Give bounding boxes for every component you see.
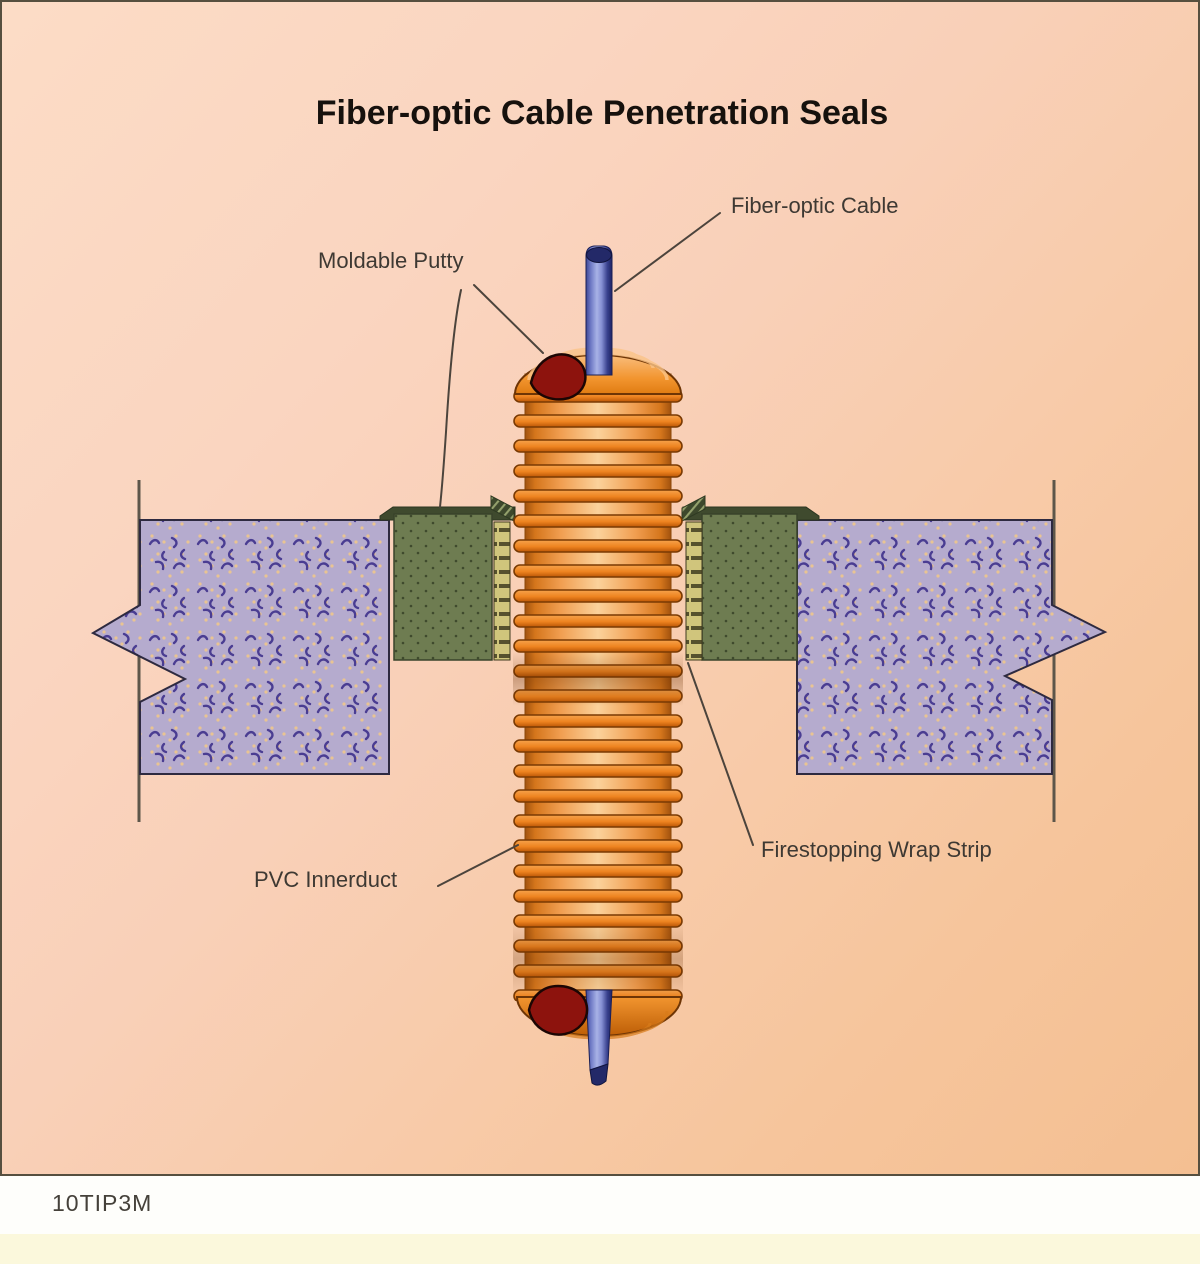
innerduct-shading-band xyxy=(513,920,683,998)
wall-left xyxy=(90,519,390,775)
innerduct-shading-band xyxy=(513,652,683,706)
leader-line-putty-top xyxy=(473,284,544,354)
putty-bottom xyxy=(527,984,589,1036)
figure-code: 10TIP3M xyxy=(52,1190,153,1216)
firestopping-wrap-strip-left xyxy=(493,521,511,661)
leader-line-putty-sealant xyxy=(439,289,462,508)
cable-top-cap xyxy=(586,247,612,263)
label-firestopping-wrap-strip: Firestopping Wrap Strip xyxy=(761,837,992,862)
leader-line-innerduct xyxy=(437,844,519,887)
cable-bottom-cap xyxy=(589,1063,609,1086)
label-moldable-putty: Moldable Putty xyxy=(318,248,464,273)
footer-yellow-band xyxy=(0,1234,1200,1264)
label-fiber-optic-cable: Fiber-optic Cable xyxy=(731,193,899,218)
leader-line-wrap-strip xyxy=(687,662,754,846)
pvc-innerduct xyxy=(513,347,683,1040)
sealant-block-left xyxy=(393,513,493,661)
firestopping-wrap-strip-right xyxy=(685,521,703,661)
penetration-seal-diagram xyxy=(90,212,1108,1086)
label-pvc-innerduct: PVC Innerduct xyxy=(254,867,398,892)
footer-white-band xyxy=(0,1176,1200,1234)
diagram-panel: Fiber-optic Cable Penetration Seals Fibe… xyxy=(0,0,1200,1176)
wall-right xyxy=(796,519,1108,775)
leader-line-fiber-cable xyxy=(614,212,721,292)
putty-top xyxy=(529,353,587,401)
fiber-cable-top xyxy=(585,245,613,376)
fiber-cable-bottom xyxy=(585,989,613,1086)
diagram-title: Fiber-optic Cable Penetration Seals xyxy=(315,94,889,132)
sealant-block-right xyxy=(701,513,798,661)
